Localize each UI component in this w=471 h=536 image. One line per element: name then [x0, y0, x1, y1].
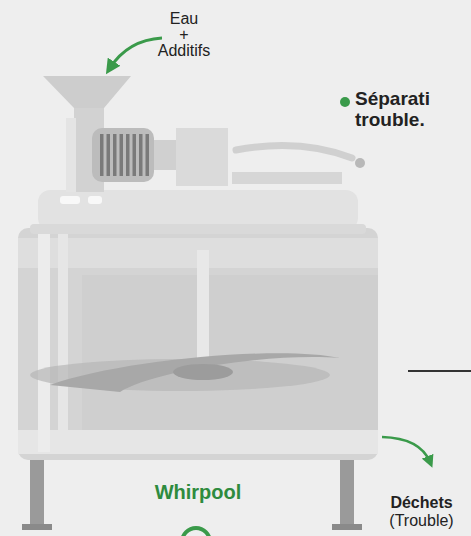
swirl-arm	[50, 353, 340, 392]
motor	[92, 128, 154, 182]
inflow-arrow	[110, 38, 162, 68]
motor-ribs	[100, 134, 149, 176]
motor-rib	[146, 134, 150, 176]
tank-body	[18, 228, 378, 460]
tank-window	[82, 275, 378, 430]
tank-base-band	[18, 430, 378, 454]
motor-rib	[113, 134, 117, 176]
motor-rib	[126, 134, 130, 176]
funnel-pipe	[66, 118, 76, 192]
handle	[236, 146, 352, 159]
gear-box	[176, 128, 228, 186]
output-label: (Trouble)	[372, 512, 471, 530]
input-label: +	[152, 26, 216, 44]
funnel	[43, 76, 131, 108]
motor-rib	[120, 134, 124, 176]
motor-rib	[100, 134, 104, 176]
leg-foot	[22, 524, 52, 530]
step-note: Séparati trouble.	[355, 89, 450, 131]
handle-base	[232, 172, 342, 184]
handle-knob	[355, 158, 365, 168]
tank-highlight	[58, 232, 68, 452]
tank-highlight	[38, 232, 50, 452]
input-label: Eau	[152, 10, 216, 28]
tank-leg	[340, 455, 354, 527]
step-title: Whirpool	[118, 481, 278, 503]
motor-rib	[133, 134, 137, 176]
tank-leg	[30, 455, 44, 527]
motor-rib	[139, 134, 143, 176]
lid-rim	[30, 224, 366, 234]
lid-highlight	[88, 196, 102, 204]
output-label: Déchets	[372, 494, 471, 512]
step-ring	[182, 528, 210, 536]
motor-coupling	[154, 140, 176, 170]
waste-arrow	[382, 437, 430, 462]
motor-rib	[107, 134, 111, 176]
lid-highlight	[60, 196, 80, 204]
input-label: Additifs	[152, 42, 216, 60]
swirl-centre	[173, 364, 233, 380]
agitator-shaft	[197, 250, 209, 375]
bullet-dot	[340, 97, 350, 107]
leg-foot	[332, 524, 362, 530]
leader-line	[408, 370, 471, 372]
